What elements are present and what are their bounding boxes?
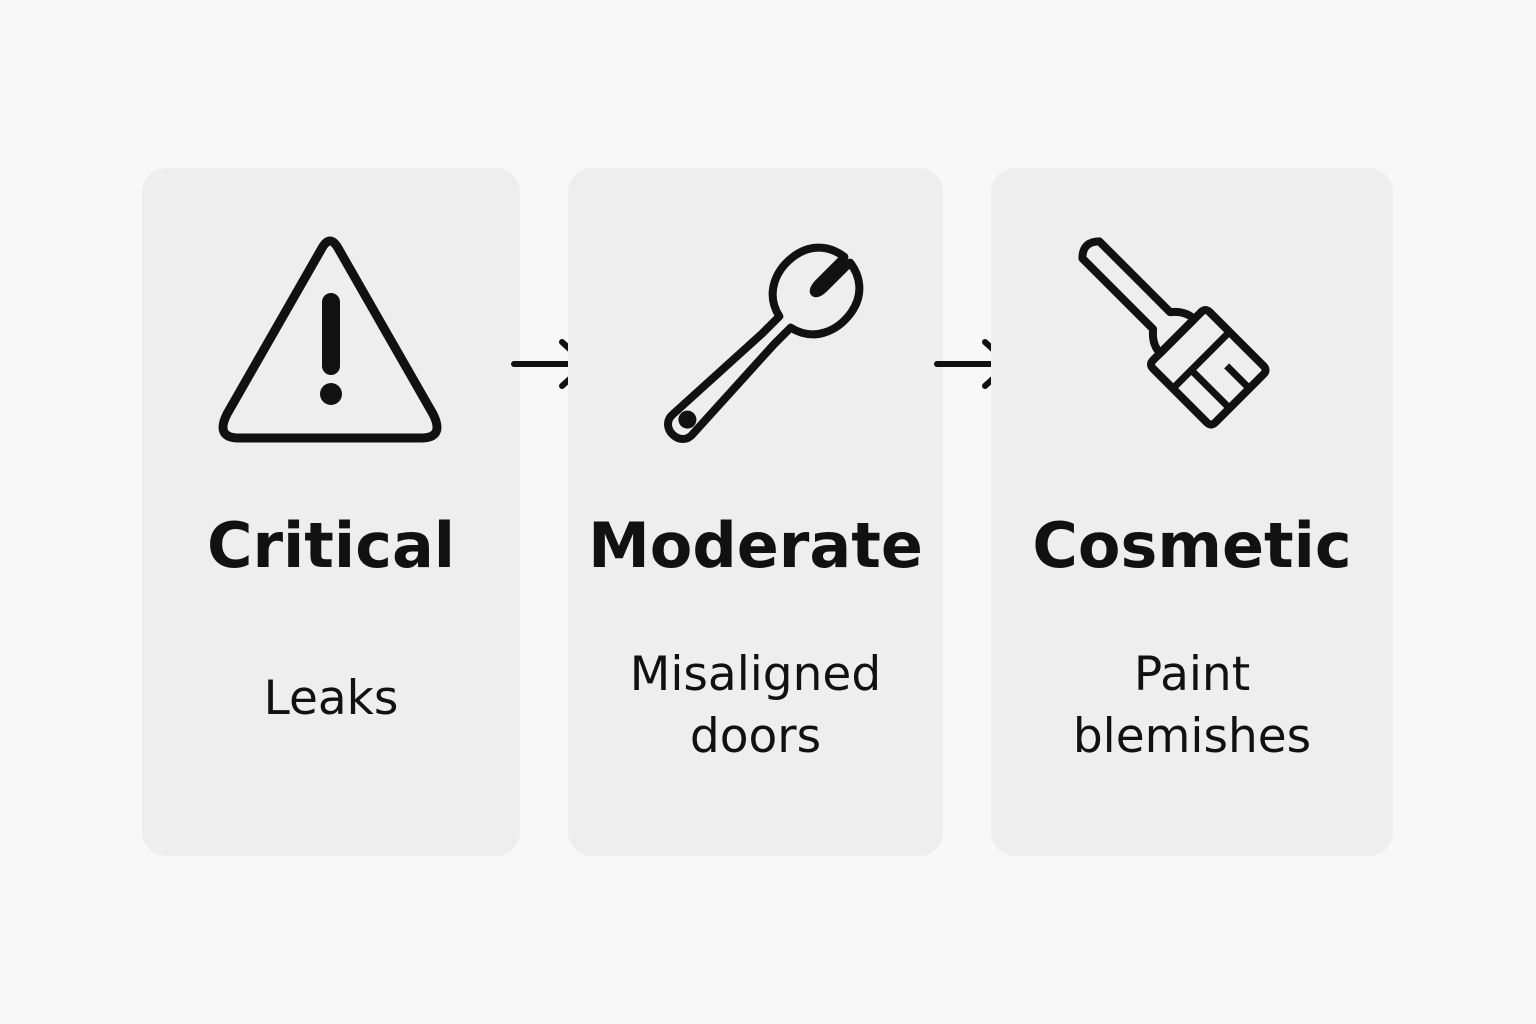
card-description: Paint blemishes [1072, 647, 1312, 764]
card-moderate: Moderate Misaligned doors [568, 168, 943, 856]
wrench-icon [568, 236, 943, 466]
card-description: Misaligned doors [629, 647, 882, 764]
paintbrush-icon [991, 236, 1393, 466]
card-cosmetic: Cosmetic Paint blemishes [991, 168, 1393, 856]
card-title: Cosmetic [1032, 509, 1352, 582]
card-critical: Critical Leaks [142, 168, 520, 856]
card-title: Moderate [588, 509, 923, 582]
warning-triangle-icon [142, 236, 520, 466]
card-description: Leaks [263, 671, 399, 726]
card-title: Critical [206, 509, 456, 582]
